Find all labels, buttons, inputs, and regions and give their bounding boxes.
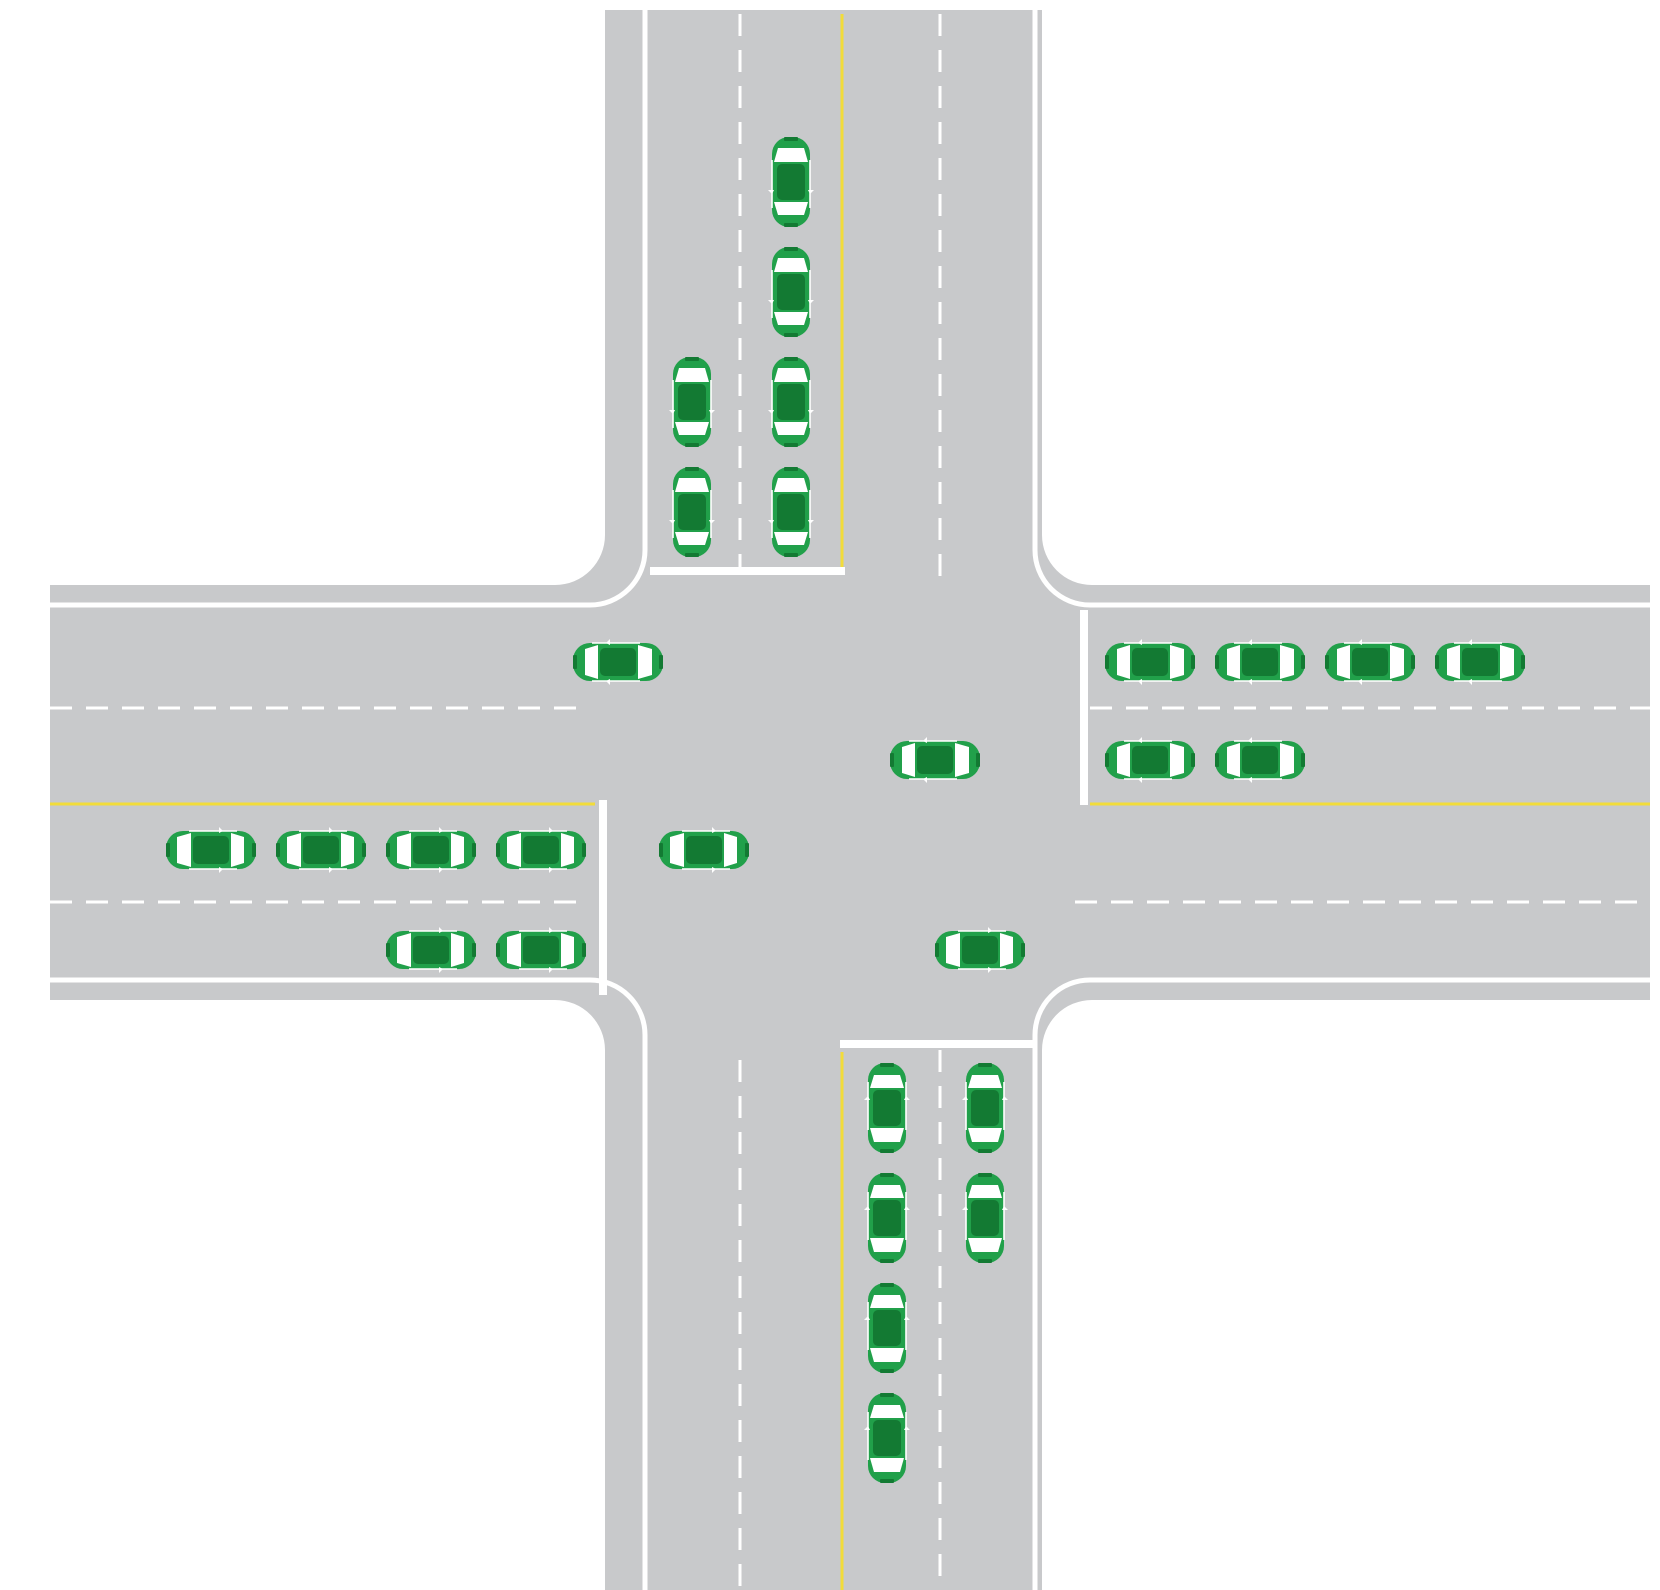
car-icon-intersection-2 [890,737,980,783]
car-icon-north-2 [768,247,814,337]
car-icon-south-1 [864,1063,910,1153]
car-icon-south-2 [864,1173,910,1263]
car-icon-west-1 [166,827,256,873]
car-icon-north-3 [768,357,814,447]
edge-line-nw [50,10,645,605]
car-icon-west-4 [496,827,586,873]
edge-line-sw [50,980,645,1590]
car-icon-east-6 [1215,737,1305,783]
car-icon-north-6 [669,467,715,557]
car-icon-north-5 [669,357,715,447]
car-icon-south-3 [864,1283,910,1373]
car-icon-west-6 [496,927,586,973]
car-icon-east-4 [1435,639,1525,685]
car-icon-east-1 [1105,639,1195,685]
road-network [50,10,1650,1590]
car-icon-west-2 [276,827,366,873]
car-icon-south-5 [962,1063,1008,1153]
edge-line-se [1035,980,1650,1590]
road-surface [50,10,1650,1590]
car-icon-north-4 [768,467,814,557]
edge-line-ne [1035,10,1650,605]
car-icon-intersection-3 [659,827,749,873]
car-icon-east-3 [1325,639,1415,685]
car-icon-intersection-4 [935,927,1025,973]
car-icon-east-2 [1215,639,1305,685]
car-icon-east-5 [1105,737,1195,783]
car-icon-south-4 [864,1393,910,1483]
car-icon-west-5 [386,927,476,973]
car-icon-intersection-1 [573,639,663,685]
car-icon-west-3 [386,827,476,873]
car-icon-south-6 [962,1173,1008,1263]
car-icon-north-1 [768,137,814,227]
